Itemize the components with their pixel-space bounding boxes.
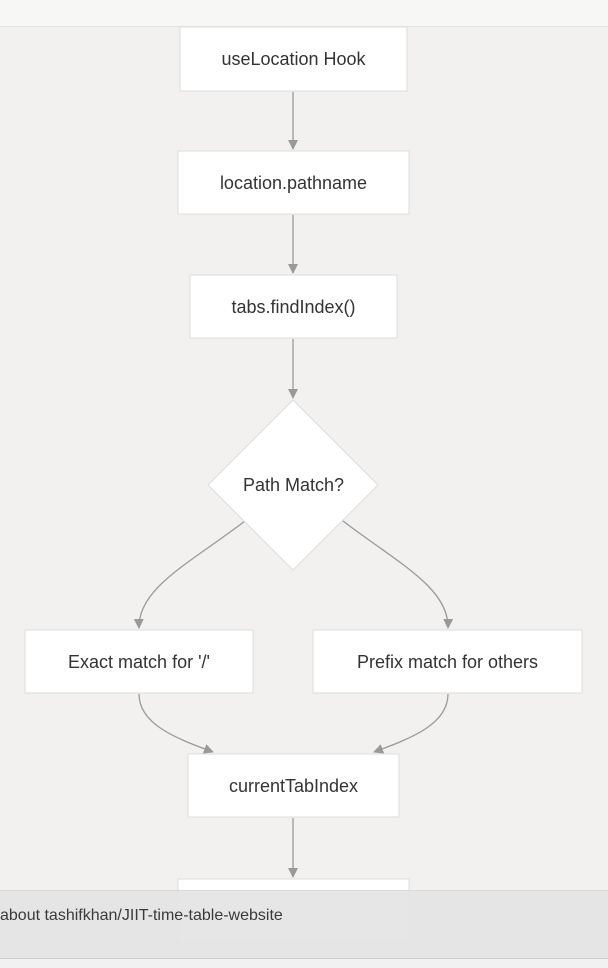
node-pathname-label: location.pathname (220, 173, 367, 193)
edge-exact-current (138, 693, 214, 754)
bottom-edge (0, 958, 608, 968)
node-prefix[interactable]: Prefix match for others (312, 629, 583, 694)
node-current-label: currentTabIndex (229, 776, 358, 796)
ask-bar-text: about tashifkhan/JIIT-time-table-website (0, 907, 283, 924)
edges (133, 92, 454, 878)
node-findindex-label: tabs.findIndex() (231, 297, 355, 317)
edge-pathmatch-exact (133, 520, 246, 629)
node-pathmatch[interactable]: Path Match? (207, 399, 379, 571)
node-uselocation-label: useLocation Hook (221, 49, 366, 69)
node-prefix-label: Prefix match for others (357, 652, 538, 672)
edge-pathmatch-prefix (342, 520, 454, 629)
ask-bar[interactable]: about tashifkhan/JIIT-time-table-website (0, 890, 608, 959)
node-exact-label: Exact match for '/' (68, 652, 210, 672)
node-pathmatch-label: Path Match? (243, 475, 344, 495)
node-pathname[interactable]: location.pathname (177, 150, 410, 215)
node-current[interactable]: currentTabIndex (187, 753, 400, 818)
node-findindex[interactable]: tabs.findIndex() (189, 274, 398, 339)
node-exact[interactable]: Exact match for '/' (24, 629, 254, 694)
node-uselocation[interactable]: useLocation Hook (179, 26, 408, 92)
edge-prefix-current (373, 693, 449, 754)
